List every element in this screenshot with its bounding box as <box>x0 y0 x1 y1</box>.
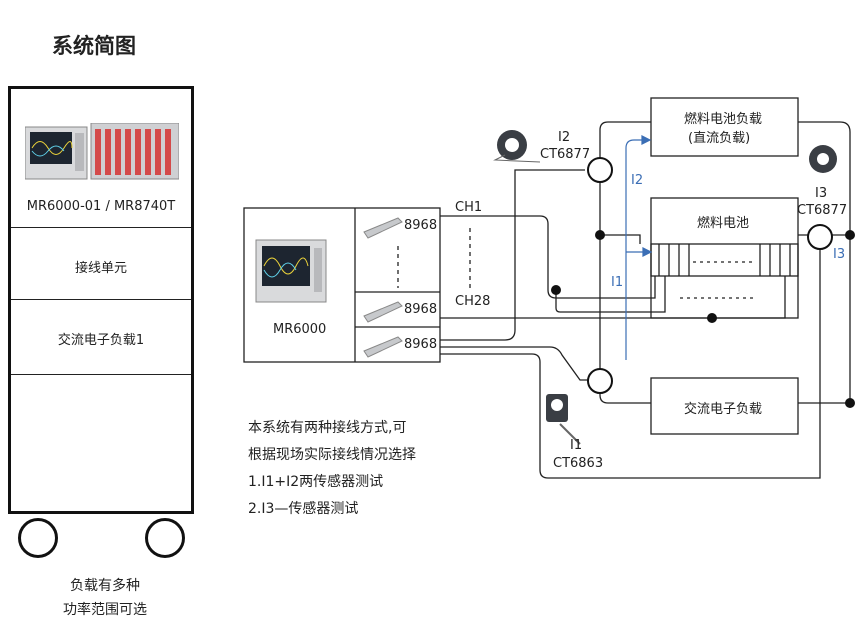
wiring-note: 本系统有两种接线方式,可 根据现场实际接线情况选择 1.I1+I2两传感器测试 … <box>248 415 416 523</box>
note-line-4: 2.I3—传感器测试 <box>248 501 359 517</box>
sensor-i2-name: I2 <box>558 130 571 145</box>
note-line-2: 根据现场实际接线情况选择 <box>248 447 416 463</box>
sensor-i2-model: CT6877 <box>540 147 591 162</box>
equipment-cart: MR6000-01 / MR8740T 接线单元 交流电子负载1 <box>8 86 194 514</box>
note-line-1: 本系统有两种接线方式,可 <box>248 420 407 436</box>
fuel-cell-label: 燃料电池 <box>697 216 750 231</box>
cart-wheel-left <box>18 518 58 558</box>
cart-divider <box>11 299 191 300</box>
cart-instrument-image <box>25 123 179 183</box>
channel-last-label: CH28 <box>455 294 491 309</box>
channel-first-label: CH1 <box>455 200 483 215</box>
current-label-i1: I1 <box>611 275 624 290</box>
module-label-1: 8968 <box>404 218 438 233</box>
cart-unit-ac-load: 交流电子负载1 <box>57 333 145 348</box>
module-label-3: 8968 <box>404 337 438 352</box>
cart-unit-wiring: 接线单元 <box>74 261 127 276</box>
recorder-label: MR6000 <box>273 322 327 337</box>
sensor-i3-name: I3 <box>815 186 828 201</box>
module-label-2: 8968 <box>404 302 438 317</box>
dc-load-label-line2: (直流负载) <box>688 131 751 146</box>
cart-wheel-right <box>145 518 185 558</box>
cart-caption-line1: 负载有多种 <box>70 578 140 594</box>
sensor-i1-name: I1 <box>570 438 583 453</box>
page-title: 系统简图 <box>52 34 136 58</box>
note-line-3: 1.I1+I2两传感器测试 <box>248 474 384 490</box>
cart-instrument-label: MR6000-01 / MR8740T <box>26 199 176 214</box>
sensor-i1-model: CT6863 <box>553 456 604 471</box>
sensor-i3-model: CT6877 <box>797 203 848 218</box>
current-label-i3: I3 <box>833 247 846 262</box>
ac-load-label: 交流电子负载 <box>684 402 763 417</box>
cart-divider <box>11 374 191 375</box>
cart-caption-line2: 功率范围可选 <box>63 602 147 618</box>
dc-load-label-line1: 燃料电池负载 <box>684 112 763 127</box>
current-label-i2: I2 <box>631 173 644 188</box>
cart-divider <box>11 227 191 228</box>
